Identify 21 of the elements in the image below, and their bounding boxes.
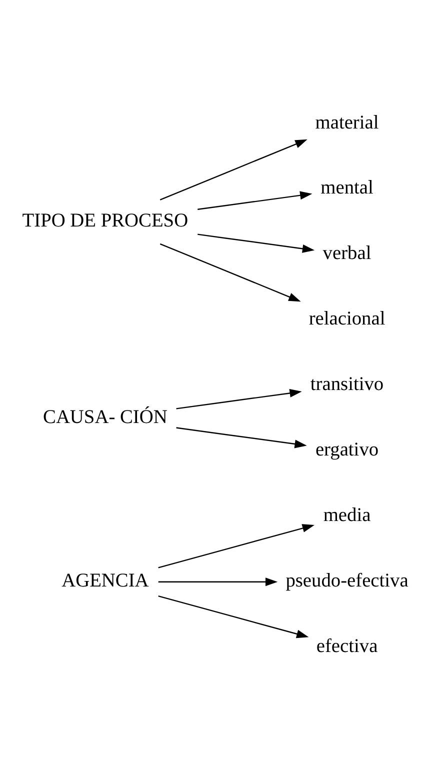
node-text: AGENCIA [62,570,149,592]
arrow [160,243,301,302]
node-text: pseudo-efectiva [286,570,408,592]
node-text: verbal [322,243,372,264]
node-text: TIPO DE PROCESO [22,210,188,232]
node-text: efectiva [316,636,378,657]
node-text: ergativo [315,440,379,461]
node-text: mental [320,178,374,199]
arrow [158,524,314,568]
arrow [176,427,307,448]
arrow [198,191,312,210]
arrow [158,596,309,638]
arrow [158,578,278,586]
node-text: transitivo [310,374,384,396]
arrow [160,139,308,200]
node-text: CAUSA- CIÓN [43,406,168,428]
node-text: relacional [308,308,386,330]
arrow [198,234,315,253]
node-text: media [323,505,371,526]
node-text: material [315,112,379,134]
arrow [176,388,302,410]
